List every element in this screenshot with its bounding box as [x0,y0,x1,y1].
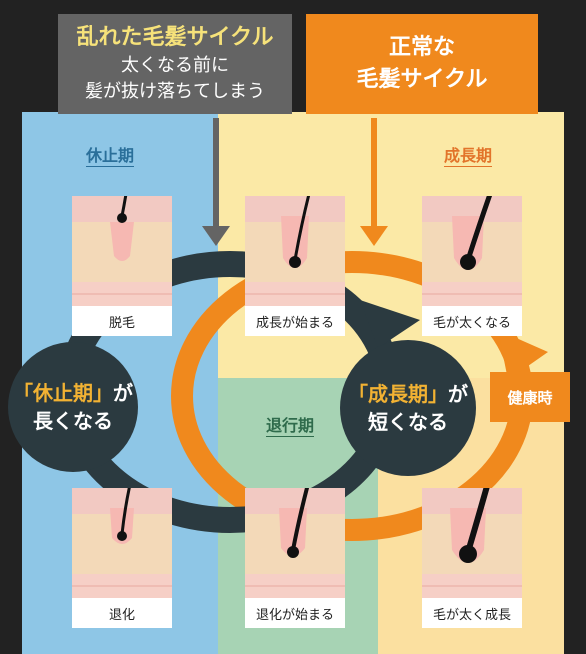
skin-cross-section-icon [422,165,522,336]
card-caption: 毛が太く成長 [432,607,511,623]
normal-cycle-arrowhead [498,330,548,380]
skin-cross-section-icon [422,417,522,628]
rest-longer-text: 長くなる [33,409,113,433]
zone-label-rest: 休止期 [86,142,135,167]
growth-term: 成長期 [368,382,428,406]
card-growth-start: 成長が始まる [245,193,345,336]
skin-cross-section-icon [245,457,345,628]
zone-label-regression: 退行期 [266,412,315,437]
disrupted-cycle-arrowhead [360,300,420,348]
normal-cycle-line1: 正常な [388,35,455,60]
card-regressed: 退化 [72,467,172,628]
healthy-badge: 健康時 [490,372,570,422]
skin-cross-section-icon [72,467,172,628]
card-thick-growth: 毛が太く成長 [422,417,522,628]
disrupted-cycle-callout: 乱れた毛髪サイクル 太くなる前に 髪が抜け落ちてしまう [58,14,292,114]
normal-cycle-callout: 正常な 毛髪サイクル [306,14,538,114]
disrupted-cycle-line2: 髪が抜け落ちてしまう [85,81,265,102]
card-caption: 退化が始まる [255,607,334,623]
card-caption: 成長が始まる [255,315,334,331]
zone-label-growth: 成長期 [444,142,493,167]
rest-term: 休止期 [33,381,93,405]
card-caption: 脱毛 [108,315,135,331]
normal-cycle-line2: 毛髪サイクル [356,67,488,92]
card-shedding: 脱毛 [72,193,172,336]
skin-cross-section-icon [245,193,345,336]
card-caption: 毛が太くなる [432,315,511,331]
disrupted-cycle-title: 乱れた毛髪サイクル [76,25,274,50]
card-thickening: 毛が太くなる [422,165,522,336]
growth-shorter-text: 短くなる [368,410,448,434]
card-caption: 退化 [108,607,135,623]
disrupted-cycle-line1: 太くなる前に [121,55,229,76]
rest-longer-circle: 「休止期」が 長くなる [8,342,138,472]
growth-shorter-circle: 「成長期」が 短くなる [340,340,476,476]
card-regression-start: 退化が始まる [245,457,345,628]
skin-cross-section-icon [72,193,172,336]
